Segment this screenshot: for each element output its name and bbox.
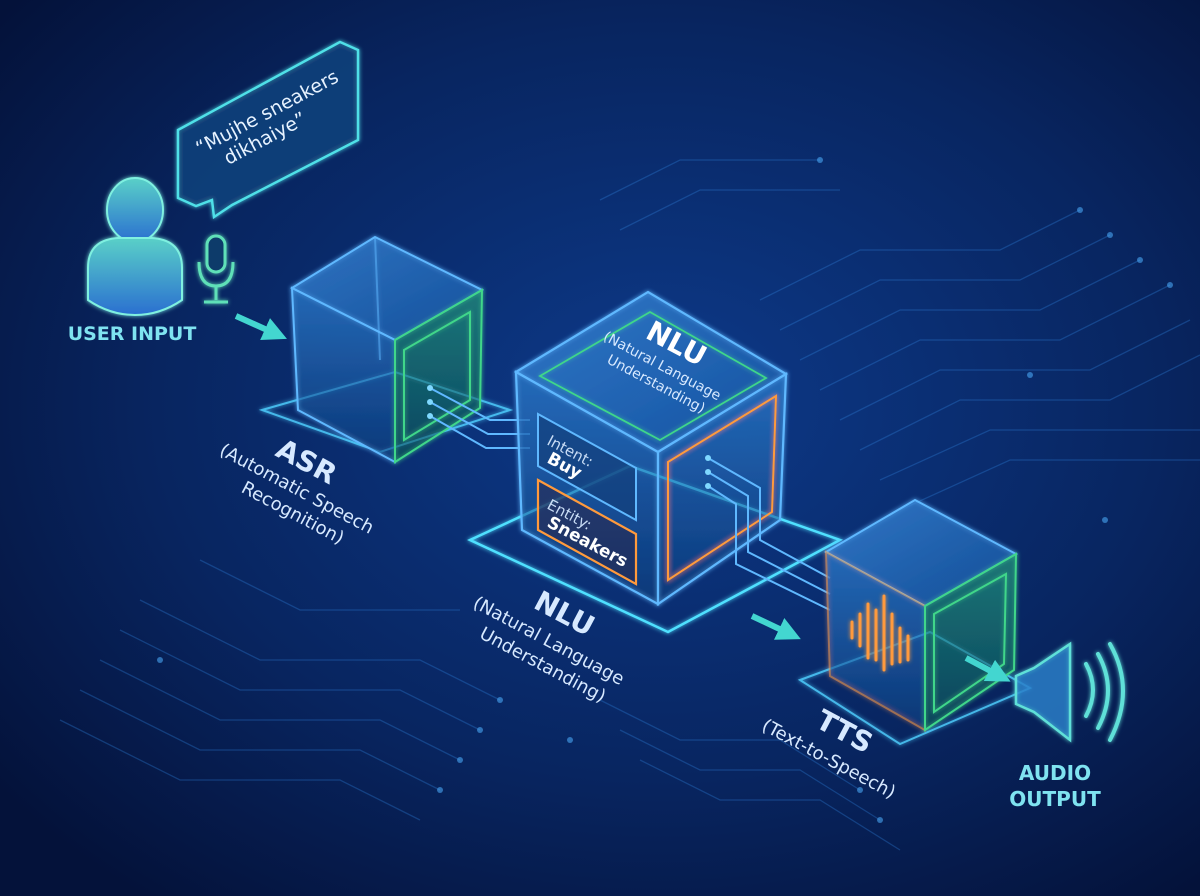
nlu-connection-lines [707, 457, 831, 611]
arrow-icon [234, 313, 287, 341]
speech-bubble-icon [176, 40, 360, 220]
asr-connection-lines [429, 387, 530, 449]
microphone-icon [197, 234, 235, 304]
nlu-connection-dots [705, 455, 711, 489]
speaker-icon [1014, 641, 1125, 743]
circuit-traces [59, 159, 1200, 851]
asr-connection-dots [427, 385, 433, 419]
user-input-label: USER INPUT [68, 323, 197, 345]
user-icon [87, 177, 183, 317]
intent-panel [537, 412, 637, 522]
entity-panel [536, 478, 638, 586]
asr-cube [258, 235, 514, 464]
arrow-icon-nlu-tts [750, 613, 801, 640]
audio-output-label-2: OUTPUT [1009, 787, 1101, 811]
arrow-icon-tts-speaker [964, 655, 1011, 682]
audio-output-label-1: AUDIO [1019, 761, 1091, 785]
sound-wave-icon [850, 594, 910, 672]
circuit-nodes [157, 157, 1173, 823]
